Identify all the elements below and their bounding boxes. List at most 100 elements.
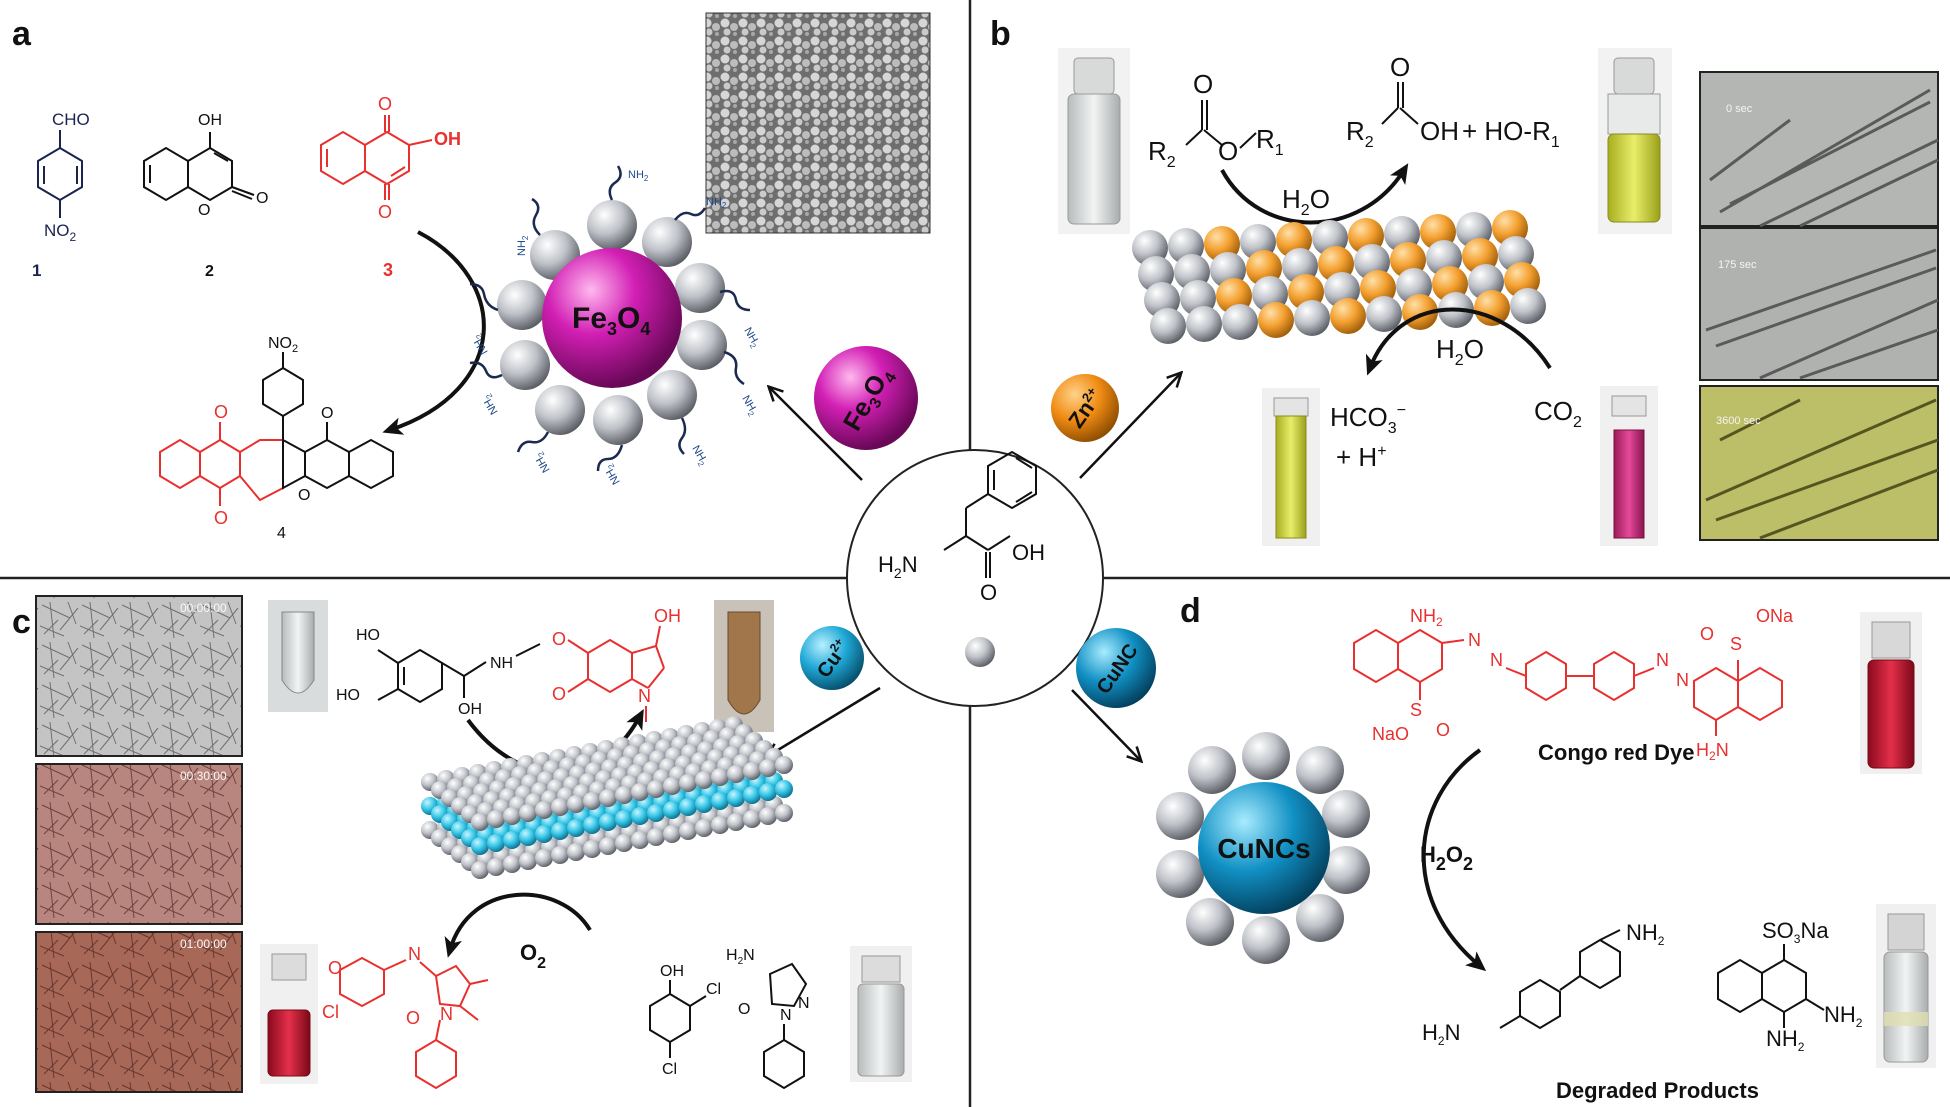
svg-text:S: S bbox=[1410, 700, 1422, 720]
arrow-to-cuncs bbox=[1071, 689, 1140, 760]
micrograph-c-30: 00:30:00 bbox=[35, 763, 243, 925]
sheet-atom bbox=[631, 783, 649, 801]
acid-r2: R bbox=[1346, 116, 1365, 146]
oh-label: OH bbox=[198, 112, 222, 129]
svg-text:Cl: Cl bbox=[322, 1002, 339, 1022]
sheet-atom bbox=[631, 831, 649, 849]
sheet-atom-cu bbox=[535, 825, 553, 843]
svg-text:S: S bbox=[1730, 634, 1742, 654]
svg-text:O: O bbox=[552, 684, 566, 704]
sheet-atom bbox=[535, 849, 553, 867]
sheet-atom bbox=[775, 756, 793, 774]
fiber-atom bbox=[1186, 306, 1222, 342]
sheet-atom bbox=[503, 807, 521, 825]
c-time-30: 00:30:00 bbox=[180, 769, 227, 783]
co2-arrow bbox=[1365, 307, 1552, 376]
compound-4: NO2 O O O O 4 bbox=[159, 335, 394, 542]
center-phenylalanine: H2N OH O bbox=[846, 449, 1104, 707]
zn-fiber bbox=[1132, 210, 1546, 344]
svg-text:+ HO-R1: + HO-R1 bbox=[1462, 116, 1560, 151]
arrow-to-fe3o4 bbox=[770, 388, 863, 481]
svg-text:NH2: NH2 bbox=[738, 394, 761, 419]
sheet-atom-cu bbox=[647, 804, 665, 822]
svg-text:OH: OH bbox=[660, 963, 684, 980]
cunc-sphere bbox=[1076, 628, 1156, 708]
sheet-atom bbox=[711, 768, 729, 786]
sheet-atom bbox=[583, 792, 601, 810]
compound-label-3: 3 bbox=[383, 260, 393, 280]
svg-text:NH2: NH2 bbox=[470, 331, 493, 356]
fiber-atom bbox=[1258, 302, 1294, 338]
svg-text:NH2: NH2 bbox=[1766, 1026, 1805, 1054]
fiber-atom bbox=[1150, 308, 1186, 344]
h2o2-label: H bbox=[1420, 842, 1436, 867]
panel-letter-c: c bbox=[12, 603, 31, 641]
svg-text:NaO: NaO bbox=[1372, 724, 1409, 744]
sheet-atom bbox=[759, 759, 777, 777]
water-bottom: H bbox=[1436, 334, 1455, 364]
vial-red-d bbox=[1860, 612, 1922, 774]
fiber-atom bbox=[1330, 298, 1366, 334]
sheet-atom bbox=[471, 813, 489, 831]
svg-text:N: N bbox=[1656, 650, 1669, 670]
svg-text:H2O: H2O bbox=[1436, 334, 1484, 369]
sheet-atom bbox=[679, 822, 697, 840]
panel-d: CuNC CuNCs NH2 S NaO O N bbox=[1071, 606, 1936, 1103]
sheet-atom bbox=[647, 828, 665, 846]
sheet-atom bbox=[599, 837, 617, 855]
sheet-atom bbox=[583, 840, 601, 858]
svg-text:N: N bbox=[440, 1004, 453, 1024]
svg-text:OH: OH bbox=[1420, 116, 1459, 146]
sheet-atom bbox=[551, 798, 569, 816]
o-center: O bbox=[980, 580, 997, 605]
zn-sphere bbox=[1051, 374, 1119, 442]
svg-text:OH: OH bbox=[458, 701, 482, 718]
cuvette-yellow bbox=[1262, 388, 1320, 546]
acid-oh: OH bbox=[1420, 116, 1459, 146]
ester-scheme: R2 O O R1 R2 O OH + HO-R1 H2O bbox=[1148, 52, 1560, 225]
cu-sphere bbox=[800, 626, 864, 690]
adrenaline-nh: NH bbox=[490, 655, 513, 672]
sheet-atom bbox=[471, 861, 489, 879]
arrow-to-zn-fiber bbox=[1079, 374, 1180, 479]
svg-text:Fe3O4: Fe3O4 bbox=[572, 302, 650, 339]
svg-text:NH2: NH2 bbox=[688, 444, 711, 469]
vial-red-c bbox=[260, 944, 318, 1084]
vial-yellow-top bbox=[1598, 48, 1672, 234]
sheet-atom-cu bbox=[519, 828, 537, 846]
sheet-atom bbox=[503, 855, 521, 873]
sheet-atom-cu bbox=[663, 801, 681, 819]
sheet-atom-cu bbox=[583, 816, 601, 834]
sheet-atom-cu bbox=[679, 798, 697, 816]
svg-text:O: O bbox=[214, 402, 228, 422]
naphthalene-sulfonate: SO3Na NH2 NH2 bbox=[1717, 918, 1863, 1054]
svg-text:NH2: NH2 bbox=[628, 169, 649, 183]
sheet-atom bbox=[615, 786, 633, 804]
svg-text:NH2: NH2 bbox=[532, 449, 555, 474]
svg-text:N: N bbox=[798, 995, 810, 1012]
sheet-atom-cu bbox=[551, 822, 569, 840]
svg-text:N: N bbox=[638, 686, 651, 706]
cu-sheet bbox=[421, 716, 793, 879]
svg-text:NO2: NO2 bbox=[268, 335, 298, 355]
fe3o4-label: Fe bbox=[572, 302, 607, 335]
sheet-atom bbox=[727, 765, 745, 783]
svg-text:O: O bbox=[214, 508, 228, 528]
svg-text:R1: R1 bbox=[1256, 124, 1284, 159]
svg-text:O2: O2 bbox=[520, 940, 546, 972]
sheet-atom bbox=[663, 825, 681, 843]
svg-text:N: N bbox=[408, 944, 421, 964]
svg-text:NH2: NH2 bbox=[1626, 920, 1665, 948]
cho-label: CHO bbox=[52, 110, 90, 129]
congo-red-label: Congo red Dye bbox=[1538, 740, 1694, 765]
adrenaline-ho2: HO bbox=[336, 687, 360, 704]
congo-red-dye: NH2 S NaO O N N N N S ONa O H2N Congo bbox=[1353, 606, 1794, 765]
grey-atom-center bbox=[965, 637, 995, 667]
sheet-atom bbox=[615, 834, 633, 852]
sheet-atom bbox=[663, 777, 681, 795]
sheet-atom bbox=[743, 762, 761, 780]
svg-text:O: O bbox=[1218, 136, 1238, 166]
sem-image bbox=[705, 12, 931, 234]
svg-text:H2O2: H2O2 bbox=[1420, 842, 1473, 874]
